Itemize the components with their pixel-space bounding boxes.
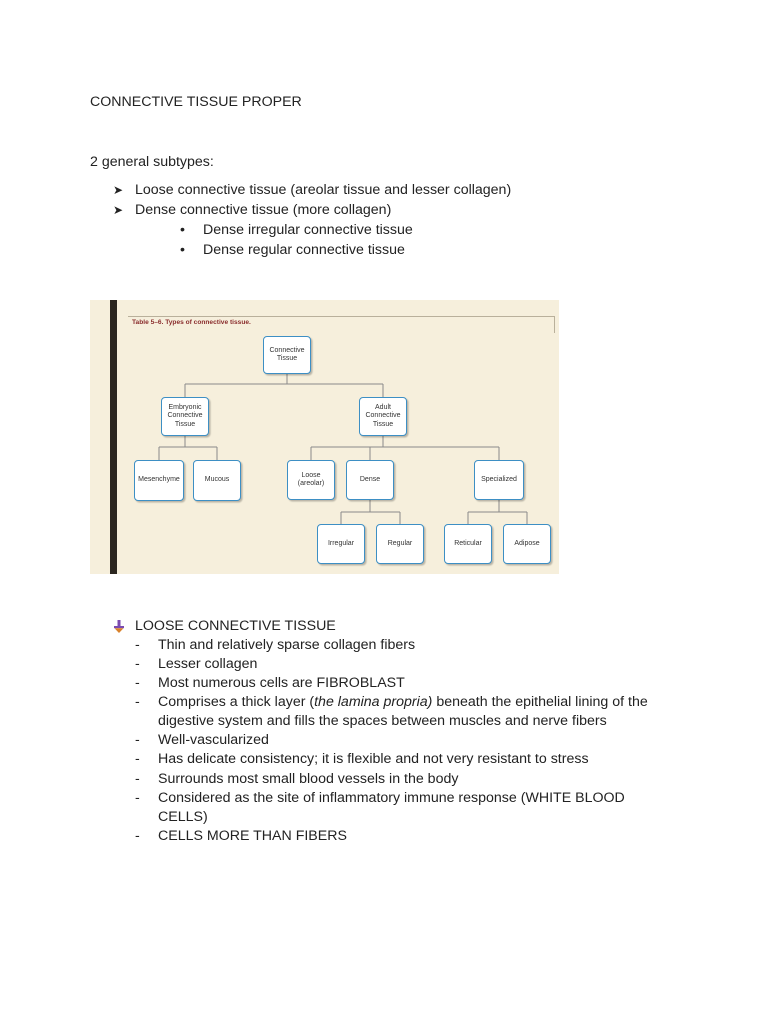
node-mucous: Mucous bbox=[193, 460, 241, 501]
node-adipose: Adipose bbox=[503, 524, 551, 564]
node-connective-tissue: Connective Tissue bbox=[263, 336, 311, 374]
dash-marker: - bbox=[135, 790, 140, 806]
emphasis-text: the lamina propria) bbox=[314, 694, 433, 710]
dash-marker: - bbox=[135, 732, 140, 748]
text-run: beneath the epithelial lining of the dig… bbox=[158, 694, 648, 729]
list-item-text: Thin and relatively sparse collagen fibe… bbox=[158, 637, 416, 653]
diagram-connectors bbox=[158, 374, 528, 524]
dash-marker: - bbox=[135, 751, 140, 767]
node-specialized: Specialized bbox=[474, 460, 524, 500]
node-reticular: Reticular bbox=[444, 524, 492, 564]
subtypes-label: 2 general subtypes: bbox=[90, 154, 214, 170]
subtype-text: Loose connective tissue (areolar tissue … bbox=[135, 182, 512, 198]
arrow-bullet-icon: ➤ bbox=[113, 203, 124, 217]
dash-marker: - bbox=[135, 828, 140, 844]
list-item-text: Lesser collagen bbox=[158, 656, 258, 672]
list-item-text: Well-vascularized bbox=[158, 732, 269, 748]
node-irregular: Irregular bbox=[317, 524, 365, 564]
dash-marker: - bbox=[135, 656, 140, 672]
dash-marker: - bbox=[135, 637, 140, 653]
list-item-text: Most numerous cells are FIBROBLAST bbox=[158, 675, 405, 691]
loose-heading-text: LOOSE CONNECTIVE TISSUE bbox=[135, 618, 336, 634]
figure-caption: Table 5–6. Types of connective tissue. bbox=[132, 319, 251, 326]
node-dense: Dense bbox=[346, 460, 394, 500]
list-item-text: CELLS MORE THAN FIBERS bbox=[158, 828, 347, 844]
dash-marker: - bbox=[135, 675, 140, 691]
text-run: Comprises a thick layer ( bbox=[158, 694, 315, 710]
node-embryonic: Embryonic Connective Tissue bbox=[161, 397, 209, 436]
subtype-text: Dense connective tissue (more collagen) bbox=[135, 202, 392, 218]
document-title: CONNECTIVE TISSUE PROPER bbox=[90, 94, 302, 110]
node-mesenchyme: Mesenchyme bbox=[134, 460, 184, 501]
arrow-down-icon bbox=[113, 617, 125, 640]
list-item-text: Considered as the site of inflammatory i… bbox=[158, 790, 625, 825]
list-item-text: Has delicate consistency; it is flexible… bbox=[158, 751, 589, 767]
node-regular: Regular bbox=[376, 524, 424, 564]
dense-type-text: Dense irregular connective tissue bbox=[203, 222, 413, 238]
arrow-bullet-icon: ➤ bbox=[113, 183, 124, 197]
connective-tissue-diagram: Table 5–6. Types of connective tissue. bbox=[90, 300, 559, 574]
caption-frame bbox=[128, 316, 555, 333]
figure-sidebar bbox=[110, 300, 117, 574]
list-item-text: Surrounds most small blood vessels in th… bbox=[158, 771, 459, 787]
list-item-text: Comprises a thick layer (the lamina prop… bbox=[158, 693, 678, 731]
dense-type-text: Dense regular connective tissue bbox=[203, 242, 405, 258]
dash-marker: - bbox=[135, 771, 140, 787]
node-adult: Adult Connective Tissue bbox=[359, 397, 407, 436]
dash-marker: - bbox=[135, 694, 140, 710]
bullet-icon: • bbox=[180, 242, 185, 258]
node-loose: Loose (areolar) bbox=[287, 460, 335, 500]
bullet-icon: • bbox=[180, 222, 185, 238]
